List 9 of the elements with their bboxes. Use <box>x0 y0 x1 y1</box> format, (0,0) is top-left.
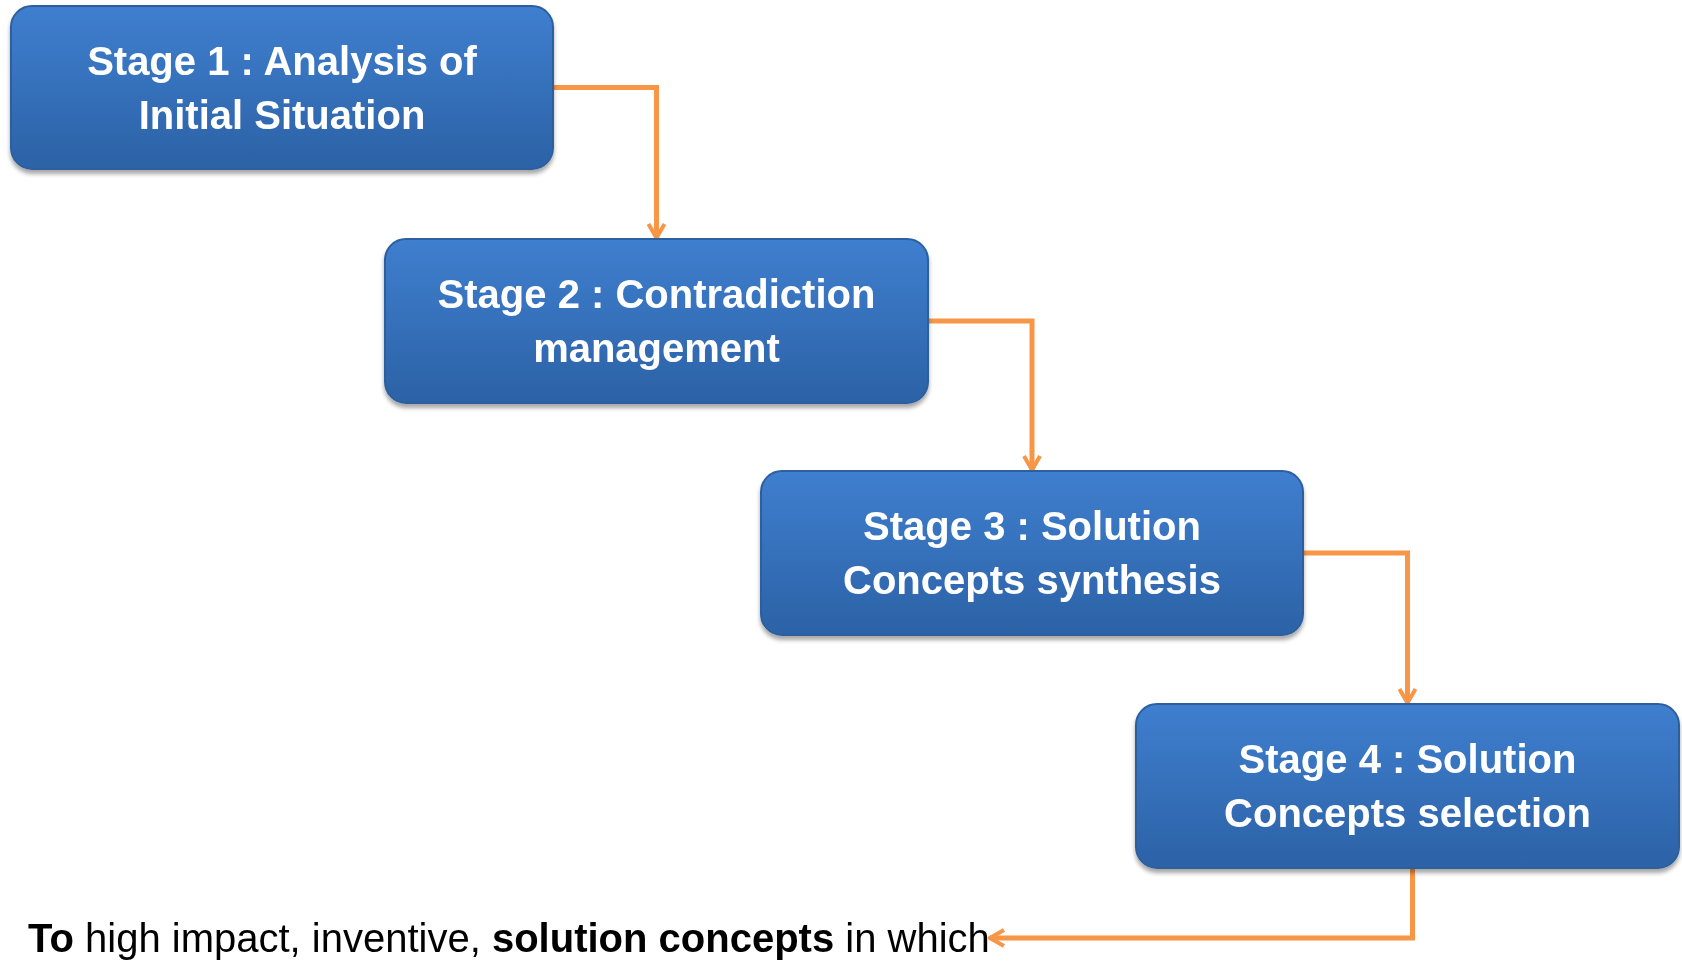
stage-box: Stage 4 : Solution Concepts selection <box>1135 703 1680 869</box>
note-text: To high impact, inventive, solution concepts in which <box>28 912 990 964</box>
stage-box: Stage 3 : Solution Concepts synthesis <box>760 470 1304 636</box>
stage-box: Stage 2 : Contradiction management <box>384 238 929 404</box>
connector-arrow <box>929 318 1042 472</box>
connector-arrow <box>554 85 667 240</box>
connector-arrow <box>1304 550 1418 705</box>
stage-box: Stage 1 : Analysis of Initial Situation <box>10 5 554 170</box>
connector-arrow <box>988 869 1415 948</box>
